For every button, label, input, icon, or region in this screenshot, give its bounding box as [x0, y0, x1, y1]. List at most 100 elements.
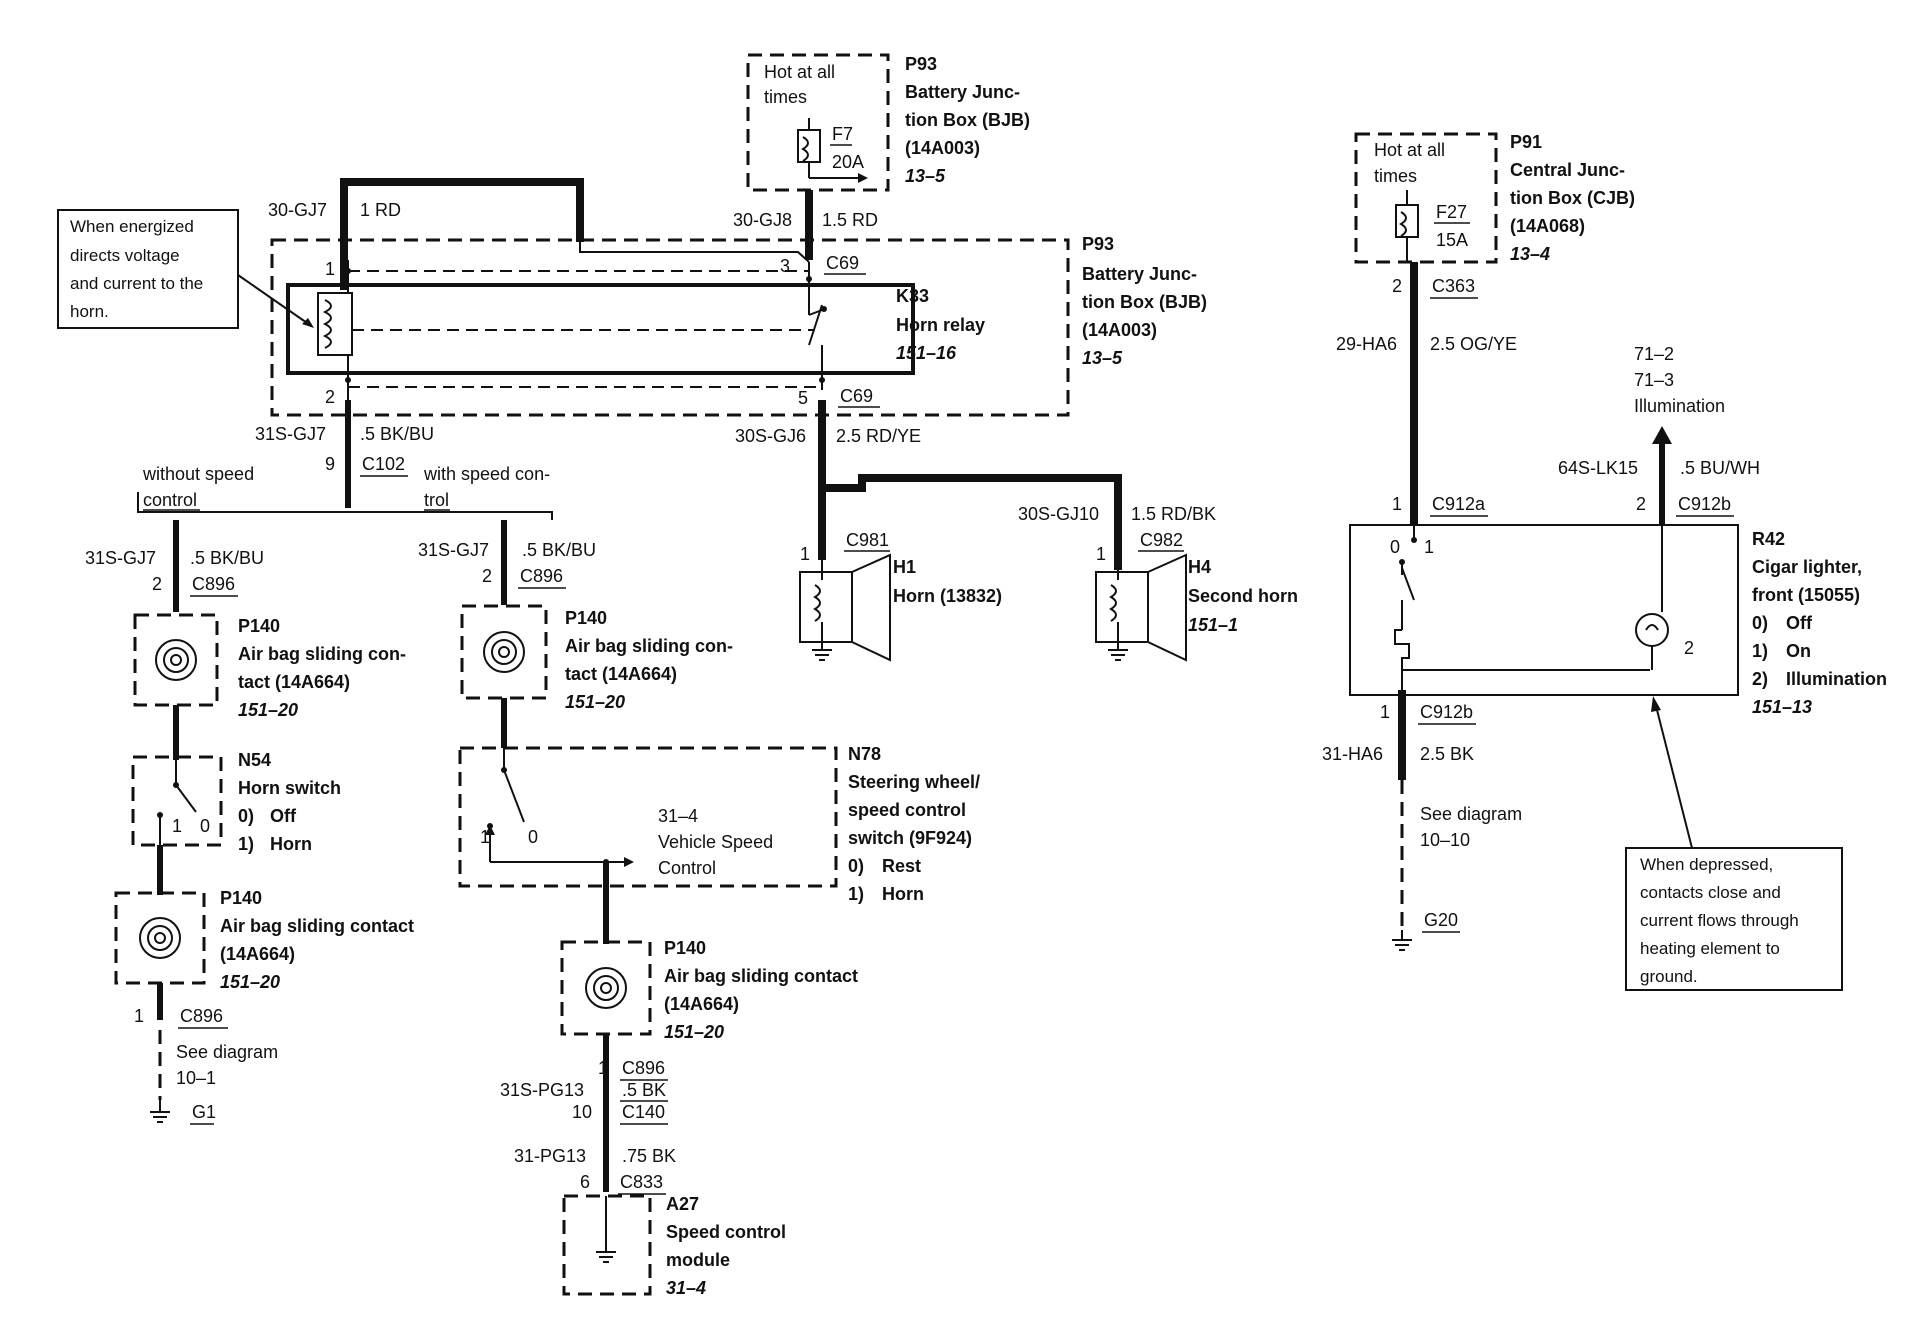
svg-text:Off: Off: [1786, 613, 1813, 633]
svg-text:1): 1): [1752, 641, 1768, 661]
fuse-f27-icon: [1395, 204, 1419, 238]
lighter-contact-icon: [1401, 567, 1415, 601]
cjb-fuse-f27: Hot at all times F27 15A: [1354, 132, 1498, 264]
svg-text:1): 1): [848, 884, 864, 904]
svg-text:Second horn: Second horn: [1188, 586, 1298, 606]
fuse-f7-id: F7: [832, 124, 853, 144]
svg-text:151–13: 151–13: [1752, 697, 1812, 717]
svg-text:151–20: 151–20: [664, 1022, 724, 1042]
cigar-lighter-title: R42 Cigar lighter, front (15055) 0) Off …: [1752, 529, 1887, 717]
svg-text:Battery Junc-: Battery Junc-: [1082, 264, 1197, 284]
svg-text:0): 0): [1752, 613, 1768, 633]
svg-text:Central Junc-: Central Junc-: [1510, 160, 1625, 180]
svg-text:module: module: [666, 1250, 730, 1270]
pin-3: 3: [780, 256, 790, 276]
connector-c896-mid-bottom: C896: [622, 1058, 665, 1078]
svg-text:P140: P140: [664, 938, 706, 958]
connector-c363: C363: [1432, 276, 1475, 296]
svg-text:Rest: Rest: [882, 856, 921, 876]
callout-relay: When energized directs voltage and curre…: [57, 209, 314, 329]
wire-label-31-ha6: 31-HA6: [1322, 744, 1383, 764]
svg-text:71–3: 71–3: [1634, 370, 1674, 390]
svg-text:1: 1: [480, 827, 490, 847]
svg-text:1: 1: [800, 544, 810, 564]
svg-text:K33: K33: [896, 286, 929, 306]
svg-text:1: 1: [1380, 702, 1390, 722]
cigar-lighter-r42: 0 1 2: [1349, 524, 1739, 696]
svg-text:Illumination: Illumination: [1786, 669, 1887, 689]
svg-text:0: 0: [1390, 537, 1400, 557]
svg-text:151–1: 151–1: [1188, 615, 1238, 635]
pin-9: 9: [325, 454, 335, 474]
svg-text:P140: P140: [565, 608, 607, 628]
connector-c982: C982: [1140, 530, 1183, 550]
svg-text:1: 1: [134, 1006, 144, 1026]
svg-text:ground.: ground.: [1640, 967, 1698, 986]
svg-text:0): 0): [238, 806, 254, 826]
wire-label-1-5-rd-bk: 1.5 RD/BK: [1131, 504, 1216, 524]
fuse-f7-amps: 20A: [832, 152, 864, 172]
svg-text:See diagram: See diagram: [1420, 804, 1522, 824]
horn-h1-icon: [799, 571, 853, 643]
svg-text:When depressed,: When depressed,: [1640, 855, 1773, 874]
svg-text:0: 0: [200, 816, 210, 836]
svg-text:Off: Off: [270, 806, 297, 826]
svg-text:71–2: 71–2: [1634, 344, 1674, 364]
switch-contact-icon: [503, 769, 525, 823]
svg-text:2: 2: [1636, 494, 1646, 514]
connector-c69-top: C69: [826, 253, 859, 273]
bjb-main-title: P93 Battery Junc- tion Box (BJB) (14A003…: [1082, 234, 1207, 368]
bjb-main-box: [270, 238, 1070, 417]
callout-lighter: When depressed, contacts close and curre…: [1625, 696, 1843, 991]
svg-text:Battery Junc-: Battery Junc-: [905, 82, 1020, 102]
svg-text:speed control: speed control: [848, 800, 966, 820]
wire-label-64s-lk15: 64S-LK15: [1558, 458, 1638, 478]
airbag-p140-left-bottom: P140 Air bag sliding contact (14A664) 15…: [114, 888, 414, 992]
svg-text:13–5: 13–5: [1082, 348, 1123, 368]
svg-text:heating element to: heating element to: [1640, 939, 1780, 958]
svg-text:Steering wheel/: Steering wheel/: [848, 772, 980, 792]
horn-h1: 1 C981 H1 Horn (13832): [799, 530, 1002, 662]
airbag-p140-mid-bottom: P140 Air bag sliding contact (14A664) 15…: [560, 938, 858, 1042]
svg-text:31–4: 31–4: [658, 806, 698, 826]
pin-2: 2: [325, 387, 335, 407]
svg-text:contacts close and: contacts close and: [1640, 883, 1781, 902]
svg-text:Horn: Horn: [882, 884, 924, 904]
connector-c140: C140: [622, 1102, 665, 1122]
svg-text:front (15055): front (15055): [1752, 585, 1860, 605]
ground-g20-label: G20: [1424, 910, 1458, 930]
svg-text:tact (14A664): tact (14A664): [238, 672, 350, 692]
svg-text:2: 2: [1392, 276, 1402, 296]
svg-text:1: 1: [598, 1058, 608, 1078]
wire-label-5-bk-bu: .5 BK/BU: [360, 424, 434, 444]
horn-relay-title: K33 Horn relay 151–16: [896, 286, 985, 363]
speed-control-module-a27: A27 Speed control module 31–4: [562, 1194, 786, 1298]
svg-text:151–20: 151–20: [238, 700, 298, 720]
svg-text:151–16: 151–16: [896, 343, 957, 363]
svg-text:times: times: [1374, 166, 1417, 186]
wire-label-31-pg13: 31-PG13: [514, 1146, 586, 1166]
fuse-f7-icon: [797, 129, 821, 163]
svg-text:1: 1: [172, 816, 182, 836]
wire-label-31s-gj7: 31S-GJ7: [255, 424, 326, 444]
heating-element-icon: [1394, 629, 1410, 690]
svg-text:Air bag sliding con-: Air bag sliding con-: [238, 644, 406, 664]
steering-switch-n78: 1 0 31–4 Vehicle Speed Control N78 Steer…: [458, 744, 980, 904]
pin-10: 10: [572, 1102, 592, 1122]
svg-text:Control: Control: [658, 858, 716, 878]
wire-label-30-gj7: 30-GJ7: [268, 200, 327, 220]
svg-text:tion Box (BJB): tion Box (BJB): [1082, 292, 1207, 312]
svg-text:Horn: Horn: [270, 834, 312, 854]
svg-text:H4: H4: [1188, 557, 1211, 577]
svg-text:.5 BK/BU: .5 BK/BU: [190, 548, 264, 568]
horn-h4-icon: [1095, 571, 1149, 643]
svg-text:horn.: horn.: [70, 302, 109, 321]
svg-text:Air bag sliding contact: Air bag sliding contact: [220, 916, 414, 936]
connector-c102: C102: [362, 454, 405, 474]
svg-text:(14A664): (14A664): [664, 994, 739, 1014]
svg-text:2): 2): [1752, 669, 1768, 689]
svg-text:tact (14A664): tact (14A664): [565, 664, 677, 684]
clockspring-icon: [139, 917, 181, 959]
connector-c896-left-bottom: C896: [180, 1006, 223, 1026]
wire-label-2-5-rd-ye: 2.5 RD/YE: [836, 426, 921, 446]
